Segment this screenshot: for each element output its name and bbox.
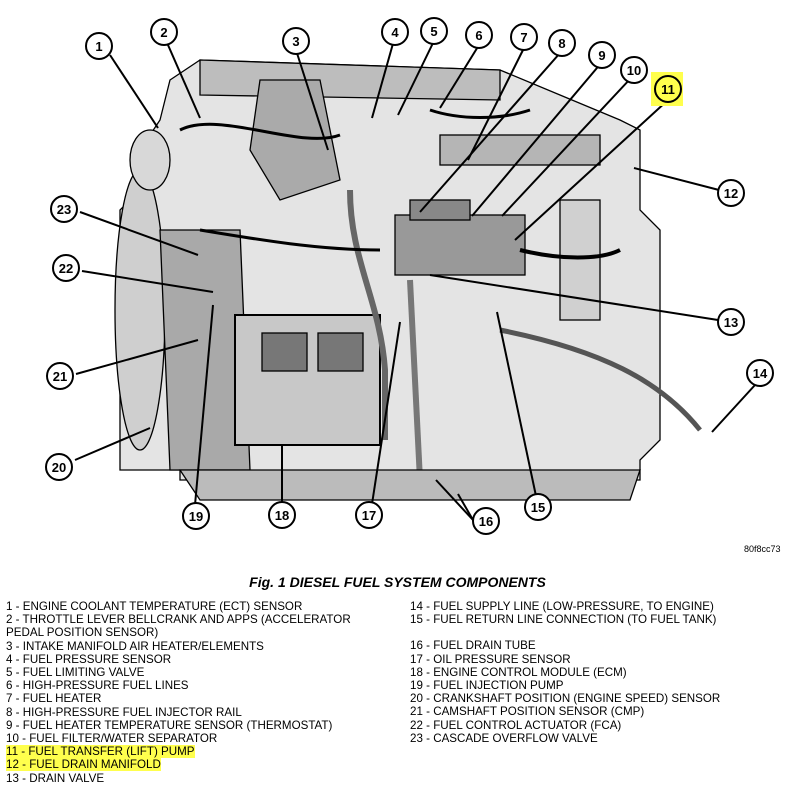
legend-item: 23 - CASCADE OVERFLOW VALVE	[410, 731, 598, 745]
svg-text:19: 19	[189, 509, 203, 524]
figure-title: Fig. 1 DIESEL FUEL SYSTEM COMPONENTS	[249, 574, 546, 590]
callout-2: 2	[150, 18, 178, 46]
legend-item: 16 - FUEL DRAIN TUBE	[410, 639, 536, 653]
legend-item: 19 - FUEL INJECTION PUMP	[410, 679, 564, 693]
callout-5: 5	[420, 17, 448, 45]
engine-illustration	[114, 59, 702, 501]
svg-text:17: 17	[362, 508, 376, 523]
callout-17: 17	[355, 501, 383, 529]
legend-left-column: 1 - ENGINE COOLANT TEMPERATURE (ECT) SEN…	[6, 600, 396, 785]
callout-3: 3	[282, 27, 310, 55]
callouts: 1 2 3 4 5 6 7 8 9 10 11 12 13 14 15 16 1…	[45, 17, 774, 535]
legend-item: 22 - FUEL CONTROL ACTUATOR (FCA)	[410, 718, 622, 732]
callout-7: 7	[510, 23, 538, 51]
svg-text:21: 21	[53, 369, 67, 384]
svg-text:23: 23	[57, 202, 71, 217]
legend-item: 17 - OIL PRESSURE SENSOR	[410, 652, 571, 666]
legend-gap	[410, 626, 790, 639]
svg-text:8: 8	[558, 36, 565, 51]
svg-text:2: 2	[160, 25, 167, 40]
engine-diagram: 1 2 3 4 5 6 7 8 9 10 11 12 13 14 15 16 1…	[45, 17, 774, 535]
legend-item: PEDAL POSITION SENSOR)	[6, 626, 159, 640]
svg-text:16: 16	[479, 514, 493, 529]
callout-8: 8	[548, 29, 576, 57]
callout-1: 1	[85, 32, 113, 60]
legend-item: 9 - FUEL HEATER TEMPERATURE SENSOR (THER…	[6, 718, 333, 732]
svg-text:13: 13	[724, 315, 738, 330]
svg-text:7: 7	[520, 30, 527, 45]
legend-right-column: 14 - FUEL SUPPLY LINE (LOW-PRESSURE, TO …	[410, 600, 790, 745]
legend-item: 13 - DRAIN VALVE	[6, 771, 105, 785]
svg-text:3: 3	[292, 34, 299, 49]
callout-12: 12	[717, 179, 745, 207]
leader-lines	[74, 39, 756, 521]
svg-text:4: 4	[391, 25, 399, 40]
legend-item: 21 - CAMSHAFT POSITION SENSOR (CMP)	[410, 705, 645, 719]
callout-18: 18	[268, 501, 296, 529]
legend-item-highlighted: 11 - FUEL TRANSFER (LIFT) PUMP	[6, 745, 396, 759]
legend-item: 14 - FUEL SUPPLY LINE (LOW-PRESSURE, TO …	[410, 600, 714, 613]
legend-item: 3 - INTAKE MANIFOLD AIR HEATER/ELEMENTS	[6, 639, 264, 653]
callout-22: 22	[52, 254, 80, 282]
callout-11-highlighted: 11	[651, 72, 683, 106]
callout-15: 15	[524, 493, 552, 521]
callout-10: 10	[620, 56, 648, 84]
legend-item: 2 - THROTTLE LEVER BELLCRANK AND APPS (A…	[6, 613, 351, 627]
highlight-mark: 12 - FUEL DRAIN MANIFOLD	[6, 758, 161, 772]
highlight-mark: 11 - FUEL TRANSFER (LIFT) PUMP	[6, 745, 195, 759]
svg-text:14: 14	[753, 366, 768, 381]
svg-text:11: 11	[661, 82, 675, 97]
legend-item: 4 - FUEL PRESSURE SENSOR	[6, 652, 172, 666]
legend-item: 20 - CRANKSHAFT POSITION (ENGINE SPEED) …	[410, 692, 721, 706]
callout-21: 21	[46, 362, 74, 390]
callout-19: 19	[182, 502, 210, 530]
callout-9: 9	[588, 41, 616, 69]
legend-item: 5 - FUEL LIMITING VALVE	[6, 666, 145, 680]
svg-text:9: 9	[598, 48, 605, 63]
legend-item: 7 - FUEL HEATER	[6, 692, 102, 706]
svg-text:15: 15	[531, 500, 545, 515]
legend-item-highlighted: 12 - FUEL DRAIN MANIFOLD	[6, 758, 396, 772]
svg-text:10: 10	[627, 63, 641, 78]
callout-13: 13	[717, 308, 745, 336]
callout-20: 20	[45, 453, 73, 481]
callout-14: 14	[746, 359, 774, 387]
legend-item: 15 - FUEL RETURN LINE CONNECTION (TO FUE…	[410, 613, 717, 627]
svg-text:6: 6	[475, 28, 482, 43]
callout-4: 4	[381, 18, 409, 46]
legend-item: 1 - ENGINE COOLANT TEMPERATURE (ECT) SEN…	[6, 600, 303, 613]
svg-text:20: 20	[52, 460, 66, 475]
legend-item: 10 - FUEL FILTER/WATER SEPARATOR	[6, 732, 218, 746]
legend-item: 6 - HIGH-PRESSURE FUEL LINES	[6, 679, 189, 693]
svg-text:18: 18	[275, 508, 289, 523]
callout-16: 16	[472, 507, 500, 535]
svg-text:22: 22	[59, 261, 73, 276]
svg-text:12: 12	[724, 186, 738, 201]
svg-text:5: 5	[430, 24, 437, 39]
callout-6: 6	[465, 21, 493, 49]
svg-text:1: 1	[95, 39, 102, 54]
figure-code: 80f8cc73	[744, 544, 781, 554]
legend-item: 8 - HIGH-PRESSURE FUEL INJECTOR RAIL	[6, 705, 242, 719]
legend-item: 18 - ENGINE CONTROL MODULE (ECM)	[410, 665, 627, 679]
callout-23: 23	[50, 195, 78, 223]
